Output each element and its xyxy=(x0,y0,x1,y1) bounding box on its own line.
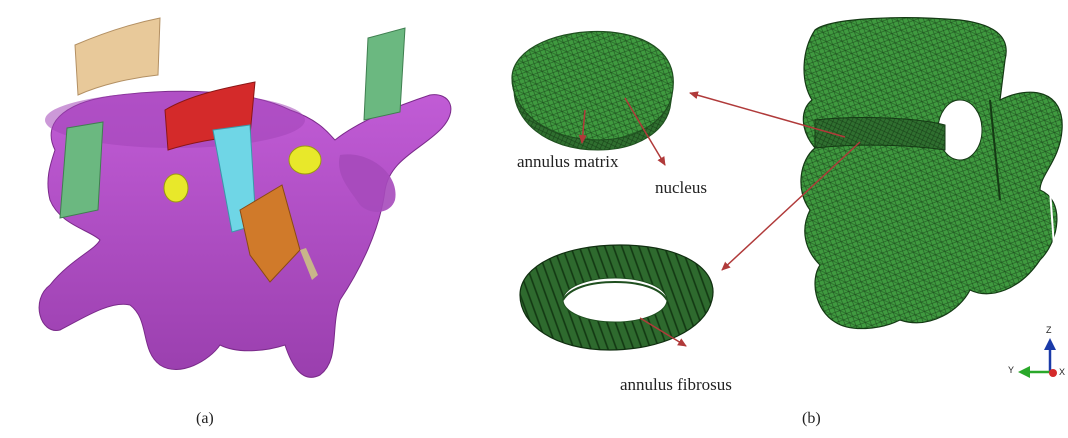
ligament-green-right xyxy=(364,28,405,120)
ligament-green-left xyxy=(60,122,103,218)
label-annulus-fibrosus: annulus fibrosus xyxy=(620,376,732,393)
facet-joint-right xyxy=(289,146,321,174)
spine-segment-mesh xyxy=(801,18,1062,329)
facet-joint-left xyxy=(164,174,188,202)
vertebra-model xyxy=(39,18,451,377)
axis-label-y: Y xyxy=(1008,366,1014,375)
annulus-fibrosus-model xyxy=(520,245,713,350)
panel-label-b: (b) xyxy=(802,411,821,427)
axis-label-z: Z xyxy=(1046,326,1052,335)
panel-label-a: (a) xyxy=(196,411,214,427)
label-nucleus: nucleus xyxy=(655,179,707,196)
disc-nucleus-model xyxy=(512,31,673,150)
axis-triad xyxy=(1018,338,1057,378)
ligament-tan xyxy=(75,18,160,95)
axis-label-x: X xyxy=(1059,368,1065,377)
label-annulus-matrix: annulus matrix xyxy=(517,153,619,170)
